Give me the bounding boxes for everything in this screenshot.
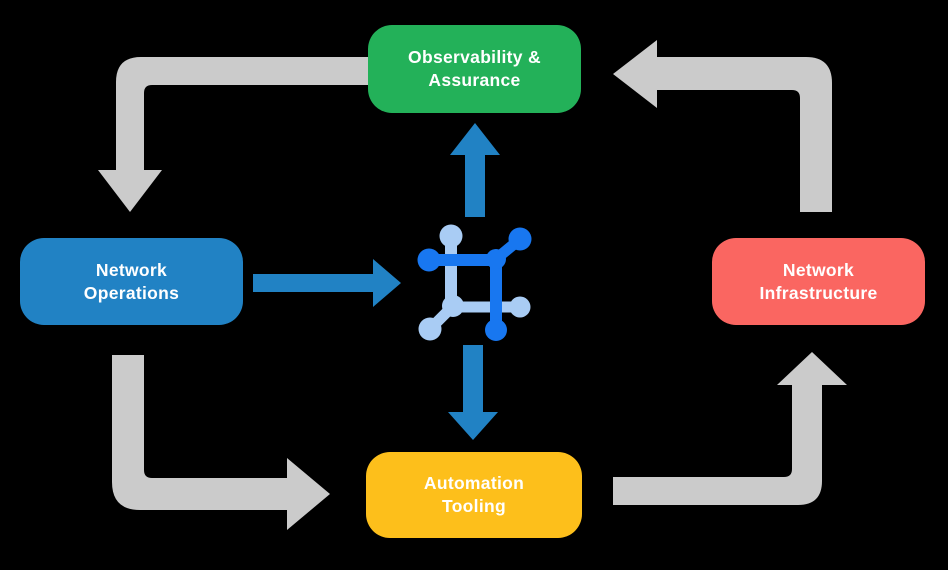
node-automation-tooling: Automation Tooling (366, 452, 582, 538)
network-hub-icon (417, 224, 532, 341)
node-network-operations-label-line1: Network (95, 259, 168, 280)
arrow-observability-to-operations (98, 57, 368, 212)
node-network-infrastructure-label-line2: Infrastructure (759, 282, 878, 303)
node-observability-assurance-label-line1: Observability & (408, 47, 541, 67)
arrow-infrastructure-to-observability (613, 40, 832, 212)
arrow-hub-to-automation (448, 345, 498, 440)
arrow-automation-to-infrastructure (613, 352, 847, 505)
network-hub-icon-dark-nodes (417, 227, 532, 341)
arrow-operations-to-automation (112, 355, 330, 530)
node-network-operations-label-line2: Operations (83, 282, 180, 303)
arrow-hub-to-observability (450, 123, 500, 217)
node-observability-assurance-label-line2: Assurance (428, 70, 521, 90)
node-network-infrastructure-label-line1: Network (782, 259, 855, 280)
node-network-operations: Network Operations (20, 238, 243, 325)
node-automation-tooling-label-line2: Tooling (442, 496, 506, 516)
node-automation-tooling-label-line1: Automation (423, 473, 525, 493)
node-observability-assurance: Observability & Assurance (368, 25, 581, 113)
node-network-infrastructure: Network Infrastructure (712, 238, 925, 325)
network-hub-icon-light-nodes (418, 224, 531, 341)
arrow-operations-to-hub (253, 259, 401, 307)
